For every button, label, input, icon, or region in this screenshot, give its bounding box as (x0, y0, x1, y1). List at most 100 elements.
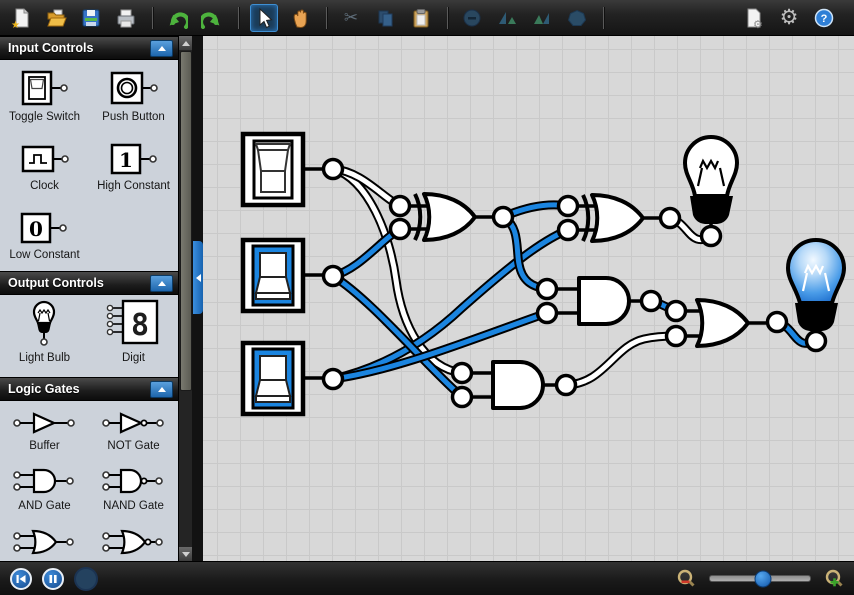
palette-item-push-button[interactable]: Push Button (102, 70, 165, 133)
xor-gate-1[interactable] (400, 192, 503, 242)
palette-item-toggle-switch[interactable]: Toggle Switch (9, 70, 80, 133)
scroll-down-button[interactable] (179, 547, 193, 561)
connection-node[interactable] (765, 310, 789, 334)
copy-icon (378, 10, 393, 26)
connection-node[interactable] (556, 194, 580, 218)
xor-gate-2[interactable] (568, 193, 670, 243)
palette-item-not-gate[interactable]: NOT Gate (101, 411, 167, 457)
zoom-slider[interactable] (709, 570, 811, 587)
palette-item-nor-gate[interactable] (101, 528, 167, 561)
select-tool-button[interactable] (250, 3, 278, 32)
save-button[interactable] (78, 5, 104, 31)
buffer-gate-icon (12, 411, 78, 435)
section-header-output-controls[interactable]: Output Controls (0, 271, 178, 295)
step-button[interactable] (74, 566, 98, 591)
undo-button[interactable] (164, 5, 190, 31)
connection-node[interactable] (388, 217, 412, 241)
palette-item-digit[interactable]: 8 Digit (106, 299, 162, 377)
new-document-button[interactable]: ★ (8, 5, 34, 31)
copy-button[interactable] (373, 5, 399, 31)
zoom-out-icon[interactable] (676, 569, 696, 589)
collapse-button[interactable] (150, 380, 173, 398)
flip-horizontal-button[interactable] (494, 5, 520, 31)
pause-icon (49, 574, 57, 583)
cut-button[interactable]: ✂ (338, 5, 364, 31)
palette-item-buffer[interactable]: Buffer (12, 411, 78, 457)
toggle-switch-2[interactable] (240, 237, 333, 314)
zoom-in-icon[interactable] (824, 569, 844, 589)
or-gate-1[interactable] (676, 298, 777, 348)
connection-node[interactable] (804, 329, 828, 353)
wire-w8[interactable] (498, 212, 552, 294)
print-button[interactable] (113, 5, 139, 31)
connection-node[interactable] (658, 206, 682, 230)
zoom-slider-thumb[interactable] (754, 570, 772, 587)
circuit-canvas[interactable] (203, 36, 854, 561)
connection-node[interactable] (388, 194, 412, 218)
palette-scrollbar[interactable] (178, 36, 193, 561)
pan-tool-button[interactable] (287, 5, 313, 31)
toggle-switch-1[interactable] (240, 131, 333, 208)
panel-collapse-handle[interactable] (193, 241, 203, 314)
save-icon (82, 9, 100, 26)
connection-node[interactable] (321, 157, 345, 181)
section-header-input-controls[interactable]: Input Controls (0, 36, 178, 60)
palette-item-light-bulb[interactable]: Light Bulb (19, 299, 70, 377)
wire-w2[interactable] (328, 164, 467, 378)
collapse-button[interactable] (150, 274, 173, 292)
connection-node[interactable] (664, 299, 688, 323)
palette-item-or-gate[interactable] (12, 528, 78, 561)
and-gate-1[interactable] (547, 276, 651, 326)
connection-node[interactable] (450, 361, 474, 385)
shape-button[interactable] (564, 5, 590, 31)
connection-node[interactable] (556, 218, 580, 242)
toggle-switch-3[interactable] (240, 340, 333, 417)
and-gate-2[interactable] (462, 360, 566, 410)
wire-w4[interactable] (328, 271, 467, 402)
help-button[interactable]: ? (811, 5, 837, 31)
palette-item-low-constant[interactable]: 0 Low Constant (9, 212, 80, 271)
toolbar-separator (603, 6, 605, 29)
redo-button[interactable] (199, 5, 225, 31)
palette-item-and-gate[interactable]: AND Gate (12, 467, 78, 517)
open-button[interactable] (43, 5, 69, 31)
output-controls-body: Light Bulb 8 Digit (0, 295, 178, 377)
flip-horizontal-icon (499, 11, 516, 24)
chevron-up-icon (157, 280, 166, 286)
pause-button[interactable] (42, 567, 64, 590)
palette-item-high-constant[interactable]: 1 High Constant (97, 143, 170, 202)
connection-node[interactable] (535, 301, 559, 325)
settings-button[interactable]: ⚙ (776, 5, 802, 31)
connection-node[interactable] (535, 277, 559, 301)
light-bulb-1[interactable] (683, 135, 739, 236)
connection-node[interactable] (321, 367, 345, 391)
light-bulb-2[interactable] (786, 238, 846, 341)
connection-node[interactable] (699, 224, 723, 248)
scrollbar-thumb[interactable] (180, 51, 192, 391)
section-header-logic-gates[interactable]: Logic Gates (0, 377, 178, 401)
palette-label: NAND Gate (103, 500, 164, 513)
connection-node[interactable] (664, 324, 688, 348)
connection-node[interactable] (554, 373, 578, 397)
page-settings-button[interactable]: ⚙ (741, 5, 767, 31)
connection-node[interactable] (491, 205, 515, 229)
hand-icon (293, 9, 307, 28)
connection-node[interactable] (639, 289, 663, 313)
connection-node[interactable] (321, 264, 345, 288)
wire-w6[interactable] (328, 308, 552, 384)
flip-vertical-button[interactable] (529, 5, 555, 31)
palette-label: Light Bulb (18, 352, 71, 364)
remove-button[interactable] (459, 5, 485, 31)
low-constant-icon: 0 (20, 212, 68, 244)
collapse-button[interactable] (150, 39, 173, 57)
connection-node[interactable] (450, 385, 474, 409)
restart-button[interactable] (10, 567, 32, 590)
svg-text:?: ? (821, 13, 828, 25)
hexagon-icon (567, 9, 587, 26)
paste-button[interactable] (408, 5, 434, 31)
palette-item-nand-gate[interactable]: NAND Gate (101, 467, 167, 517)
scroll-up-button[interactable] (179, 36, 193, 50)
wire-w11[interactable] (561, 331, 681, 390)
wire-w5[interactable] (328, 225, 573, 384)
palette-item-clock[interactable]: Clock (21, 143, 69, 202)
